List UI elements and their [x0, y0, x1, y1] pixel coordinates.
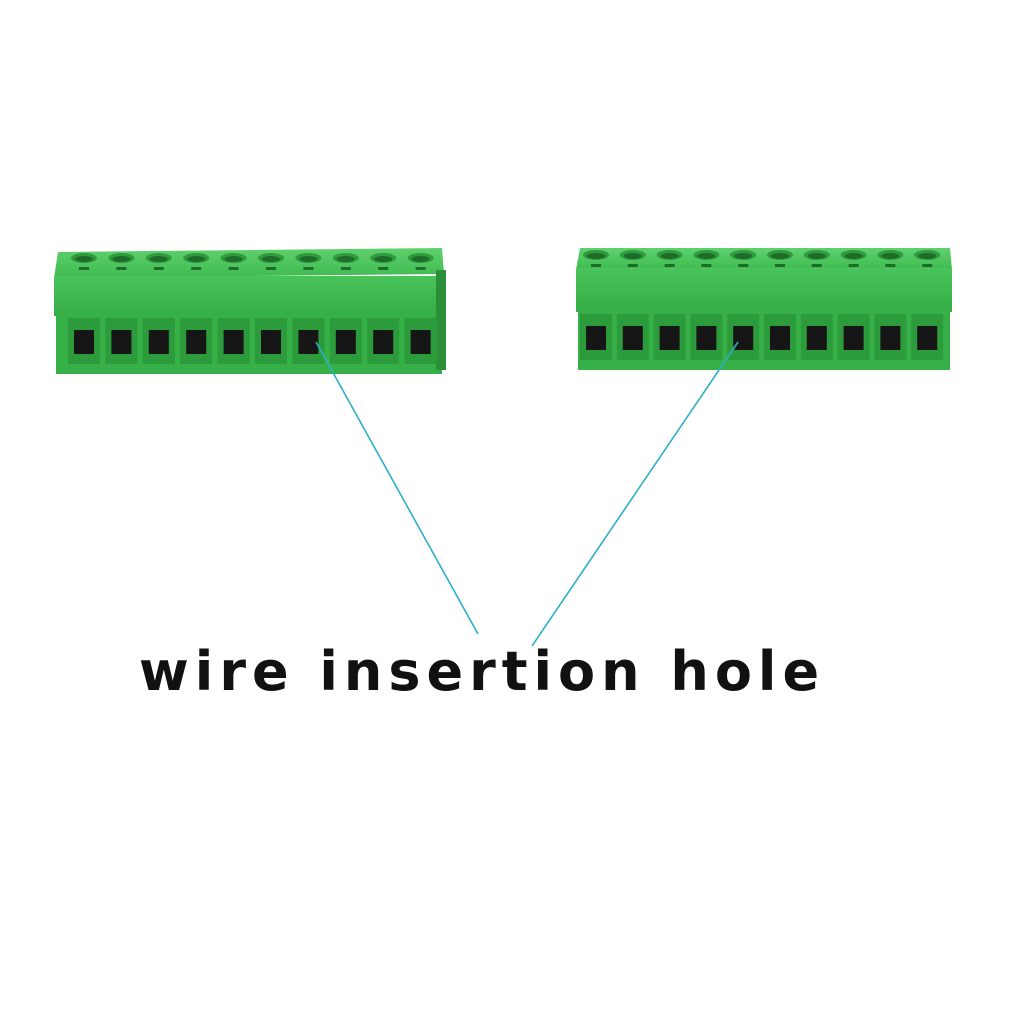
left-screw-hole-inner — [224, 256, 243, 262]
right-pin-mark — [922, 264, 933, 267]
left-screw-hole-inner — [336, 256, 355, 262]
right-pin-mark — [664, 264, 675, 267]
right-screw-hole-inner — [623, 253, 642, 259]
left-wire-hole — [261, 330, 281, 354]
right-wire-hole — [622, 326, 643, 350]
left-terminal-block — [54, 248, 446, 374]
left-pin-mark — [153, 267, 164, 270]
left-screw-hole-inner — [75, 256, 93, 262]
right-screw-hole-inner — [771, 253, 789, 259]
left-pin-mark — [378, 267, 389, 270]
right-pin-mark — [811, 264, 822, 267]
right-pin-mark — [701, 264, 712, 267]
left-screw-hole-inner — [149, 256, 168, 262]
right-screw-hole-inner — [660, 253, 679, 259]
left-screw-hole-inner — [374, 256, 393, 262]
right-block-wire-holes — [580, 314, 944, 360]
left-wire-hole — [111, 330, 132, 354]
left-pin-mark — [79, 267, 89, 270]
left-pin-mark — [191, 267, 202, 270]
left-block-wire-holes — [68, 318, 437, 364]
right-wire-hole — [586, 326, 606, 350]
left-block-side-shadow — [436, 270, 446, 370]
right-wire-hole — [696, 326, 717, 350]
left-pin-mark — [228, 267, 239, 270]
left-screw-hole-inner — [187, 256, 206, 262]
right-pin-mark — [738, 264, 749, 267]
left-wire-hole — [148, 330, 169, 354]
right-block-upper-body — [576, 268, 952, 312]
left-wire-hole — [298, 330, 319, 354]
left-wire-hole — [186, 330, 207, 354]
right-wire-hole — [843, 326, 864, 350]
left-pin-mark — [116, 267, 127, 270]
right-block-screw-holes — [583, 250, 941, 267]
right-wire-hole — [880, 326, 901, 350]
right-screw-hole-inner — [844, 253, 863, 259]
left-wire-hole — [335, 330, 356, 354]
right-leader-line — [531, 341, 739, 647]
right-pin-mark — [627, 264, 638, 267]
left-screw-hole-inner — [299, 256, 318, 262]
right-pin-mark — [775, 264, 785, 267]
right-screw-hole-inner — [734, 253, 753, 259]
left-block-upper-body — [54, 276, 444, 316]
left-screw-hole-inner — [112, 256, 131, 262]
left-wire-hole — [410, 330, 431, 354]
right-wire-hole — [806, 326, 827, 350]
left-block-top-face — [54, 248, 444, 278]
right-pin-mark — [885, 264, 896, 267]
right-wire-hole — [770, 326, 790, 350]
right-screw-hole-inner — [881, 253, 900, 259]
right-pin-mark — [591, 264, 601, 267]
left-wire-hole — [223, 330, 244, 354]
left-leader-line — [315, 341, 479, 635]
caption-label: wire insertion hole — [138, 640, 826, 703]
left-screw-hole-inner — [411, 256, 430, 262]
right-wire-hole — [917, 326, 938, 350]
left-pin-mark — [303, 267, 314, 270]
left-pin-mark — [415, 267, 426, 270]
right-screw-hole-inner — [807, 253, 826, 259]
left-pin-mark — [266, 267, 276, 270]
right-terminal-block — [576, 248, 952, 370]
right-screw-hole-inner — [918, 253, 937, 259]
left-screw-hole-inner — [262, 256, 280, 262]
right-wire-hole — [659, 326, 680, 350]
left-block-screw-holes — [71, 253, 434, 270]
right-wire-hole — [733, 326, 754, 350]
right-screw-hole-inner — [587, 253, 605, 259]
right-pin-mark — [848, 264, 859, 267]
left-wire-hole — [74, 330, 94, 354]
left-pin-mark — [340, 267, 351, 270]
left-wire-hole — [373, 330, 394, 354]
right-screw-hole-inner — [697, 253, 716, 259]
